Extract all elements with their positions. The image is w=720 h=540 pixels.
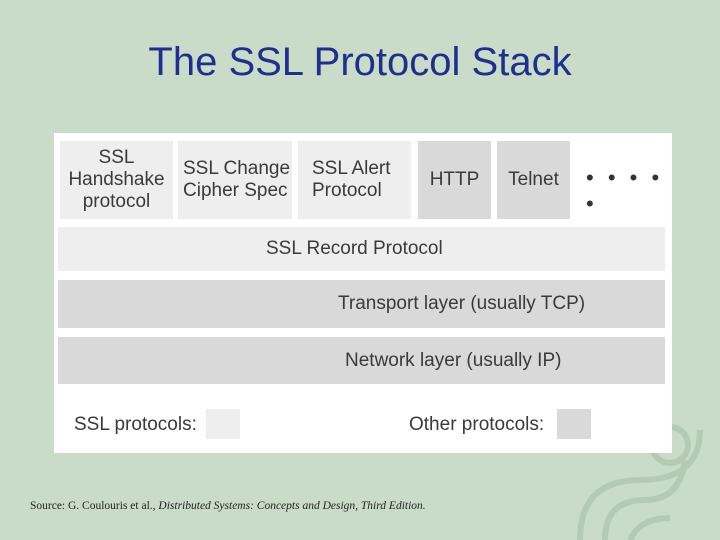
source-citation: Source: G. Coulouris et al., Distributed… <box>30 500 426 512</box>
http-label: HTTP <box>429 169 480 190</box>
ssl-record-protocol-layer: SSL Record Protocol <box>58 227 665 271</box>
slide-title: The SSL Protocol Stack <box>148 40 572 84</box>
transport-layer: Transport layer (usually TCP) <box>58 280 665 328</box>
legend-other-label: Other protocols: <box>409 414 545 435</box>
source-book-title: Distributed Systems: Concepts and Design… <box>158 500 426 512</box>
alert-line-2: Protocol <box>312 180 382 201</box>
network-layer: Network layer (usually IP) <box>58 337 665 384</box>
telnet-label: Telnet <box>508 169 559 190</box>
change-cipher-line-2: Cipher Spec <box>183 180 288 201</box>
more-protocols-ellipsis: • • • • • <box>586 165 664 216</box>
ssl-handshake-box: SSL Handshake protocol <box>60 141 173 219</box>
protocol-stack-diagram: SSL Handshake protocol SSL Change Cipher… <box>54 133 672 453</box>
ssl-alert-box: SSL Alert Protocol <box>298 141 411 219</box>
legend-ssl-swatch <box>206 409 240 439</box>
source-prefix: Source: G. Coulouris et al., <box>30 500 159 512</box>
transport-label: Transport layer (usually TCP) <box>338 293 586 314</box>
change-cipher-line-1: SSL Change <box>183 158 291 179</box>
handshake-line-3: protocol <box>82 191 151 212</box>
network-label: Network layer (usually IP) <box>345 349 562 371</box>
legend-ssl-label: SSL protocols: <box>74 414 197 435</box>
ssl-change-cipher-box: SSL Change Cipher Spec <box>178 141 292 219</box>
record-label: SSL Record Protocol <box>266 238 443 259</box>
legend-other-swatch <box>557 409 591 439</box>
handshake-line-2: Handshake <box>68 169 165 190</box>
alert-line-1: SSL Alert <box>312 158 391 179</box>
handshake-line-1: SSL <box>98 147 135 168</box>
telnet-box: Telnet <box>497 141 570 219</box>
http-box: HTTP <box>418 141 491 219</box>
